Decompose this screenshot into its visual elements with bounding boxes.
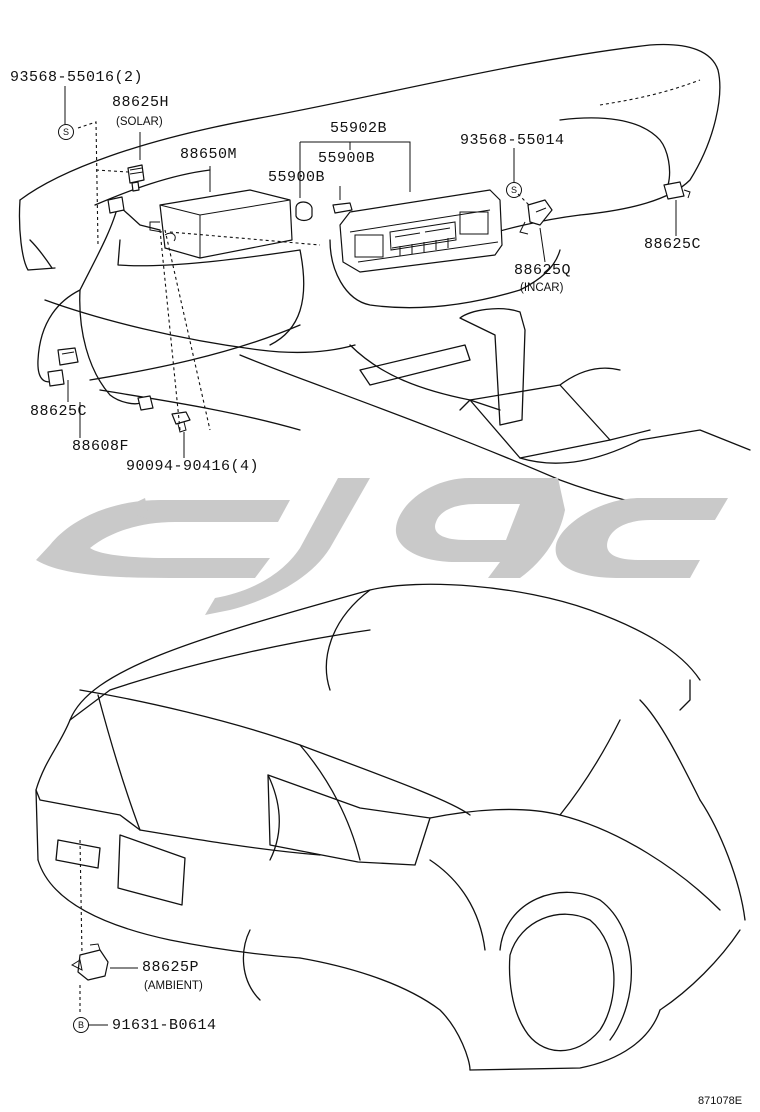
watermark-logo (36, 478, 728, 615)
bolt (171, 411, 191, 433)
dashboard-outline (18, 43, 721, 516)
ambient-sensor (70, 943, 109, 981)
diagram-code: 871078E (698, 1095, 743, 1107)
label-knob-right: 55900B (318, 150, 376, 167)
leader-lines (64, 86, 677, 1026)
label-solar-sensor: 88625H (112, 94, 170, 111)
label-clip-right: 88625C (644, 236, 702, 253)
label-solar-note: (SOLAR) (116, 116, 163, 128)
solar-sensor (127, 164, 145, 192)
s-marker-icon: S (58, 124, 74, 140)
wire-harness (37, 196, 161, 411)
label-incar-note: (INCAR) (520, 282, 564, 294)
car-front-outline (35, 583, 746, 1071)
label-incar-sensor: 88625Q (514, 262, 572, 279)
amplifier-box (149, 189, 293, 259)
label-screw-top-left: 93568-55016(2) (10, 69, 144, 86)
label-screw-top-right: 93568-55014 (460, 132, 565, 149)
incar-sensor (519, 199, 553, 235)
label-panel: 55902B (330, 120, 388, 137)
console-shifter (459, 308, 751, 464)
knobs (295, 201, 353, 222)
location-lines (77, 121, 531, 1012)
climate-control-panel (339, 189, 503, 273)
label-screw-bottom: 91631-B0614 (112, 1017, 217, 1034)
clip-right (663, 181, 691, 200)
label-ambient-sensor: 88625P (142, 959, 200, 976)
label-ambient-note: (AMBIENT) (144, 980, 203, 992)
label-amplifier: 88650M (180, 146, 238, 163)
label-clip-left: 88625C (30, 403, 88, 420)
label-bolt: 90094-90416(4) (126, 458, 260, 475)
label-wire: 88608F (72, 438, 130, 455)
s-marker-icon: S (506, 182, 522, 198)
b-marker-icon: B (73, 1017, 89, 1033)
label-knob-left: 55900B (268, 169, 326, 186)
